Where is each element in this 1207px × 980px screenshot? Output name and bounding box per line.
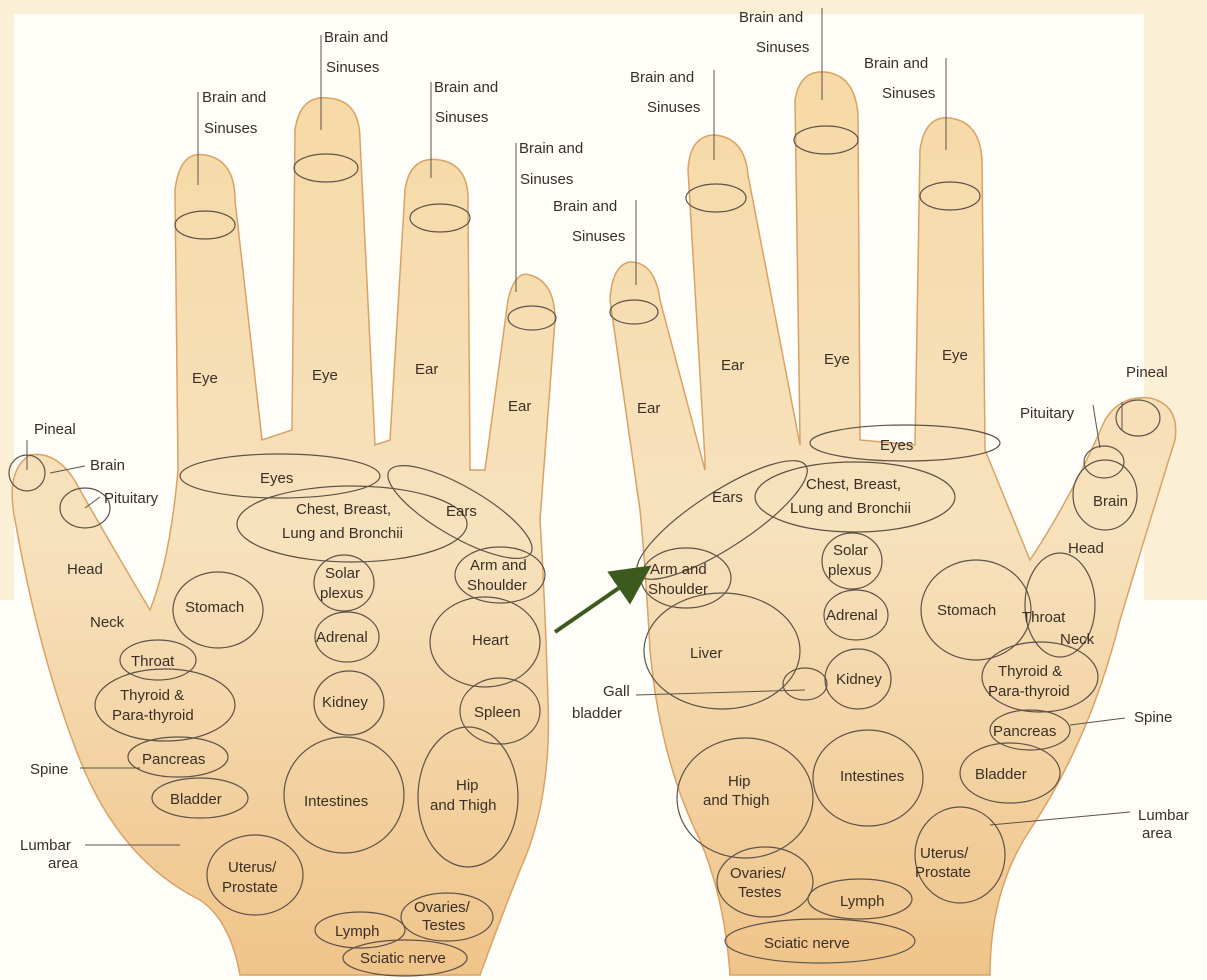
label-chest-r1: Chest, Breast, [806, 476, 901, 493]
label-brain-sinuses-7b: Sinuses [882, 85, 935, 102]
label-liver-r: Liver [690, 645, 723, 662]
label-brain-sinuses-5a: Brain and [739, 9, 803, 26]
label-solar-r2: plexus [828, 562, 871, 579]
label-hip-r2: and Thigh [703, 792, 769, 809]
label-bladder-l: Bladder [170, 791, 222, 808]
label-solar-l1: Solar [325, 565, 360, 582]
label-pituitary-r: Pituitary [1020, 405, 1075, 422]
label-hip-r1: Hip [728, 773, 751, 790]
label-brain-sinuses-4b: Sinuses [520, 171, 573, 188]
label-spine-l: Spine [30, 761, 68, 778]
label-thyroid-l2: Para-thyroid [112, 707, 194, 724]
label-brain-sinuses-7a: Brain and [864, 55, 928, 72]
label-ovaries-l2: Testes [422, 917, 465, 934]
label-ear-r1: Ear [637, 400, 660, 417]
label-brain-sinuses-3a: Brain and [434, 79, 498, 96]
label-bladder-r: Bladder [975, 766, 1027, 783]
label-lumbar-r2: area [1142, 825, 1173, 842]
label-eyes-l: Eyes [260, 470, 293, 487]
label-lymph-r: Lymph [840, 893, 884, 910]
label-stomach-r: Stomach [937, 602, 996, 619]
label-neck-r: Neck [1060, 631, 1095, 648]
label-pancreas-l: Pancreas [142, 751, 205, 768]
label-uterus-l1: Uterus/ [228, 859, 277, 876]
label-sciatic-r: Sciatic nerve [764, 935, 850, 952]
label-pituitary-l: Pituitary [104, 490, 159, 507]
label-brain-l: Brain [90, 457, 125, 474]
label-head-r: Head [1068, 540, 1104, 557]
label-brain-sinuses-1b: Sinuses [204, 120, 257, 137]
label-pineal-r: Pineal [1126, 364, 1168, 381]
label-ear-r2: Ear [721, 357, 744, 374]
label-uterus-r1: Uterus/ [920, 845, 969, 862]
label-intestines-r: Intestines [840, 768, 904, 785]
label-eye-r1: Eye [824, 351, 850, 368]
label-thyroid-r2: Para-thyroid [988, 683, 1070, 700]
label-gall-r1: Gall [603, 683, 630, 700]
label-kidney-l: Kidney [322, 694, 368, 711]
label-head-l: Head [67, 561, 103, 578]
label-solar-l2: plexus [320, 585, 363, 602]
label-ovaries-r2: Testes [738, 884, 781, 901]
label-brain-sinuses-6b: Sinuses [647, 99, 700, 116]
label-adrenal-r: Adrenal [826, 607, 878, 624]
label-brain-sinuses-4a: Brain and [519, 140, 583, 157]
label-lumbar-l1: Lumbar [20, 837, 71, 854]
label-chest-r2: Lung and Bronchii [790, 500, 911, 517]
label-adrenal-l: Adrenal [316, 629, 368, 646]
label-neck-l: Neck [90, 614, 125, 631]
label-gall-r2: bladder [572, 705, 622, 722]
label-spleen-l: Spleen [474, 704, 521, 721]
label-brain-sinuses-2b: Sinuses [326, 59, 379, 76]
label-ovaries-r1: Ovaries/ [730, 865, 787, 882]
label-lumbar-l2: area [48, 855, 79, 872]
label-throat-r: Throat [1022, 609, 1066, 626]
label-arm-r2: Shoulder [648, 581, 708, 598]
label-throat-l: Throat [131, 653, 175, 670]
label-brain-sinuses-5b: Sinuses [756, 39, 809, 56]
label-spine-r: Spine [1134, 709, 1172, 726]
label-lumbar-r1: Lumbar [1138, 807, 1189, 824]
label-ear-l1: Ear [415, 361, 438, 378]
label-kidney-r: Kidney [836, 671, 882, 688]
label-brain-sinuses-6a: Brain and [630, 69, 694, 86]
label-intestines-l: Intestines [304, 793, 368, 810]
label-ear-l2: Ear [508, 398, 531, 415]
label-uterus-r2: Prostate [915, 864, 971, 881]
label-hip-l1: Hip [456, 777, 479, 794]
label-brain-sinuses-8a: Brain and [553, 198, 617, 215]
label-brain-sinuses-3b: Sinuses [435, 109, 488, 126]
label-arm-l2: Shoulder [467, 577, 527, 594]
label-lymph-l: Lymph [335, 923, 379, 940]
label-pineal-l: Pineal [34, 421, 76, 438]
label-brain-sinuses-1a: Brain and [202, 89, 266, 106]
label-sciatic-l: Sciatic nerve [360, 950, 446, 967]
label-arm-l1: Arm and [470, 557, 527, 574]
label-eye-l2: Eye [312, 367, 338, 384]
label-arm-r1: Arm and [650, 561, 707, 578]
label-ears-r: Ears [712, 489, 743, 506]
label-thyroid-r1: Thyroid & [998, 663, 1062, 680]
label-heart-l: Heart [472, 632, 510, 649]
label-brain-r: Brain [1093, 493, 1128, 510]
label-chest-l2: Lung and Bronchii [282, 525, 403, 542]
label-brain-sinuses-2a: Brain and [324, 29, 388, 46]
label-ovaries-l1: Ovaries/ [414, 899, 471, 916]
label-brain-sinuses-8b: Sinuses [572, 228, 625, 245]
label-eye-l1: Eye [192, 370, 218, 387]
label-solar-r1: Solar [833, 542, 868, 559]
label-thyroid-l1: Thyroid & [120, 687, 184, 704]
label-pancreas-r: Pancreas [993, 723, 1056, 740]
label-eyes-r: Eyes [880, 437, 913, 454]
label-ears-l: Ears [446, 503, 477, 520]
label-uterus-l2: Prostate [222, 879, 278, 896]
label-stomach-l: Stomach [185, 599, 244, 616]
label-hip-l2: and Thigh [430, 797, 496, 814]
label-eye-r2: Eye [942, 347, 968, 364]
label-chest-l1: Chest, Breast, [296, 501, 391, 518]
